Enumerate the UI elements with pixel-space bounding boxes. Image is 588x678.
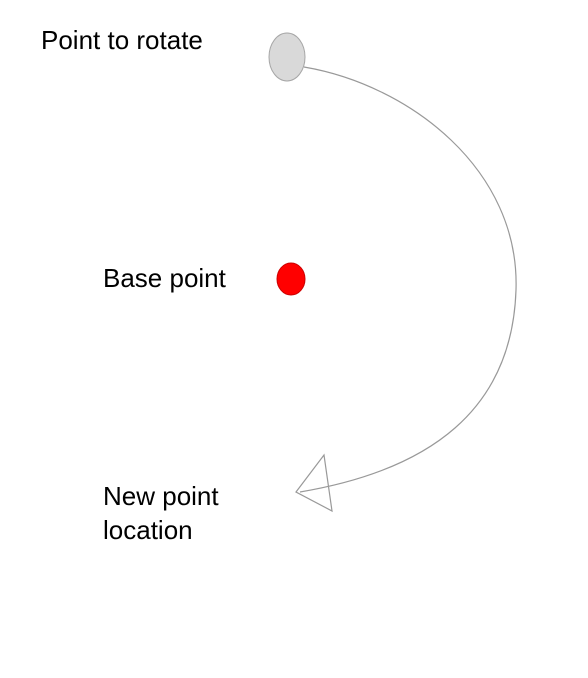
point-to-rotate-marker: [268, 32, 306, 82]
base-point-label: Base point: [103, 263, 226, 293]
new-point-location-label: New point location: [103, 481, 219, 545]
base-point-marker: [276, 262, 306, 296]
arrowhead-icon: [295, 453, 333, 513]
rotation-arc-arrow: [299, 66, 517, 493]
point-to-rotate-label: Point to rotate: [41, 25, 203, 55]
